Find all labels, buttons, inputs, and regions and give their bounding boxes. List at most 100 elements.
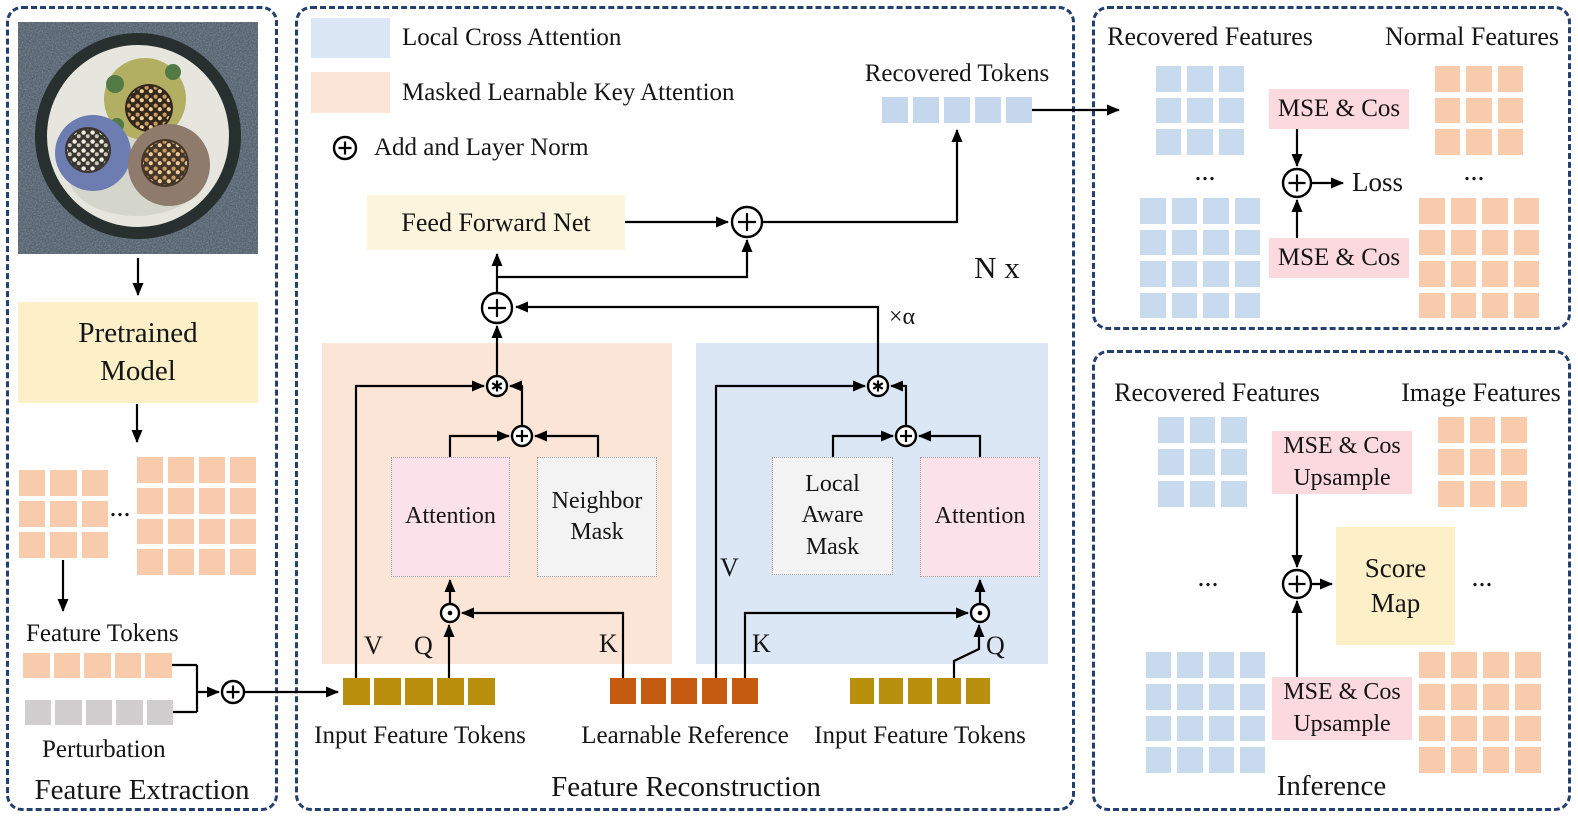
grid-cell xyxy=(1450,261,1476,287)
lca-v-label: V xyxy=(720,553,739,582)
grid-cell xyxy=(199,518,225,545)
grid-cell xyxy=(1482,229,1508,255)
grid-cell xyxy=(1419,652,1445,678)
grid-cell xyxy=(199,487,225,514)
legend-label-masked-learnable-key-attention: Masked Learnable Key Attention xyxy=(402,79,735,106)
grid-cell xyxy=(1515,683,1541,710)
legend-swatch-local-cross-attention xyxy=(311,18,390,58)
grid-cell xyxy=(1466,129,1492,155)
lca-q-label: Q xyxy=(986,631,1005,660)
grid-cell xyxy=(1450,229,1476,255)
grid-cell xyxy=(1239,747,1265,773)
token xyxy=(116,700,143,725)
local-aware-mask-box: Local Aware Mask xyxy=(772,457,893,575)
mse-cos-upsample-box-top: MSE & Cos Upsample xyxy=(1272,431,1412,494)
grid-cell xyxy=(1177,652,1203,678)
grid-cell xyxy=(137,487,163,514)
grid-cell xyxy=(1469,417,1496,443)
inference-recovered-grid-large xyxy=(1146,652,1265,773)
grid-cell xyxy=(1234,292,1260,318)
legend-label-local-cross-attention: Local Cross Attention xyxy=(402,24,622,51)
repeat-n-times-label: N x xyxy=(974,250,1020,285)
grid-cell xyxy=(1140,261,1166,287)
grid-cell xyxy=(1419,198,1445,224)
grid-cell xyxy=(1187,97,1213,124)
grid-cell xyxy=(1513,292,1539,318)
feed-forward-net-box: Feed Forward Net xyxy=(367,195,625,250)
inference-panel xyxy=(1092,350,1571,811)
grid-cell xyxy=(1171,198,1197,224)
token xyxy=(908,678,932,704)
token xyxy=(114,653,142,678)
learnable-reference-label: Learnable Reference xyxy=(581,722,789,749)
token xyxy=(882,97,908,123)
neighbor-mask-box: Neighbor Mask xyxy=(537,457,657,577)
loss-normal-features-label: Normal Features xyxy=(1384,22,1559,51)
grid-cell xyxy=(1513,198,1539,224)
inference-recovered-features-label: Recovered Features xyxy=(1114,378,1320,407)
ellipsis: ... xyxy=(109,492,131,523)
inference-title: Inference xyxy=(1276,770,1387,802)
grid-cell xyxy=(1208,715,1234,742)
grid-cell xyxy=(1218,66,1244,92)
grid-cell xyxy=(1177,683,1203,710)
grid-cell xyxy=(199,457,225,483)
loss-recovered-grid-small xyxy=(1156,66,1244,155)
grid-cell xyxy=(1419,715,1445,742)
token xyxy=(374,678,402,705)
grid-cell xyxy=(1419,747,1445,773)
grid-cell xyxy=(1451,683,1477,710)
grid-cell xyxy=(1221,481,1247,507)
perturbation-label: Perturbation xyxy=(42,736,166,763)
token xyxy=(84,653,111,678)
grid-cell xyxy=(19,470,46,496)
token xyxy=(879,678,903,704)
grid-cell xyxy=(1239,683,1265,710)
lca-attention-box: Attention xyxy=(920,457,1040,577)
grid-cell xyxy=(1419,229,1445,255)
token xyxy=(937,678,961,704)
grid-cell xyxy=(1203,198,1229,224)
token xyxy=(467,678,496,705)
token xyxy=(671,678,697,704)
mlka-attention-box: Attention xyxy=(391,457,510,577)
grid-cell xyxy=(1497,66,1523,92)
grid-cell xyxy=(1469,449,1496,475)
grid-cell xyxy=(168,518,194,545)
grid-cell xyxy=(137,518,163,545)
feature-reconstruction-title: Feature Reconstruction xyxy=(551,771,821,803)
input-feature-tokens-right-label: Input Feature Tokens xyxy=(814,722,1026,749)
token xyxy=(23,653,50,678)
grid-cell xyxy=(168,549,194,575)
grid-cell xyxy=(1140,229,1166,255)
grid-cell xyxy=(81,532,108,558)
score-map-box: Score Map xyxy=(1336,527,1455,645)
feature-extraction-title: Feature Extraction xyxy=(34,774,250,806)
grid-cell xyxy=(1221,417,1247,443)
grid-cell xyxy=(1187,66,1213,92)
grid-cell xyxy=(1419,683,1445,710)
feature-grid-large xyxy=(137,457,256,575)
grid-cell xyxy=(1450,292,1476,318)
grid-cell xyxy=(1451,715,1477,742)
grid-cell xyxy=(1482,261,1508,287)
grid-cell xyxy=(1466,97,1492,124)
inference-image-grid-large xyxy=(1419,652,1541,773)
grid-cell xyxy=(1515,652,1541,678)
token xyxy=(343,678,371,705)
grid-cell xyxy=(1208,683,1234,710)
token xyxy=(405,678,433,705)
grid-cell xyxy=(1208,747,1234,773)
perturbation-token-row xyxy=(25,700,174,725)
grid-cell xyxy=(168,487,194,514)
grid-cell xyxy=(1187,129,1213,155)
token xyxy=(850,678,874,704)
loss-ellipsis-left: ... xyxy=(1194,156,1216,187)
grid-cell xyxy=(199,549,225,575)
pretrained-model-box: Pretrained Model xyxy=(18,302,258,403)
grid-cell xyxy=(81,470,108,496)
mlka-v-label: V xyxy=(364,631,383,660)
grid-cell xyxy=(1239,715,1265,742)
token xyxy=(25,700,52,725)
